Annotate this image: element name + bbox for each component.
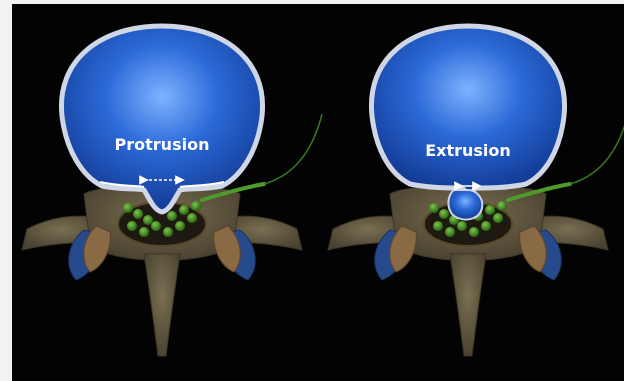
extrusion-panel: Extrusion <box>328 26 624 356</box>
diagram-canvas: Protrusion Extrusion <box>12 4 624 381</box>
label-extrusion: Extrusion <box>425 141 511 160</box>
protrusion-panel: Protrusion <box>22 26 322 356</box>
label-protrusion: Protrusion <box>115 135 210 154</box>
disc-left <box>61 26 262 212</box>
extruded-fragment <box>448 190 482 220</box>
spine-diagram-svg: Protrusion Extrusion <box>12 4 624 381</box>
disc-right <box>371 26 564 194</box>
